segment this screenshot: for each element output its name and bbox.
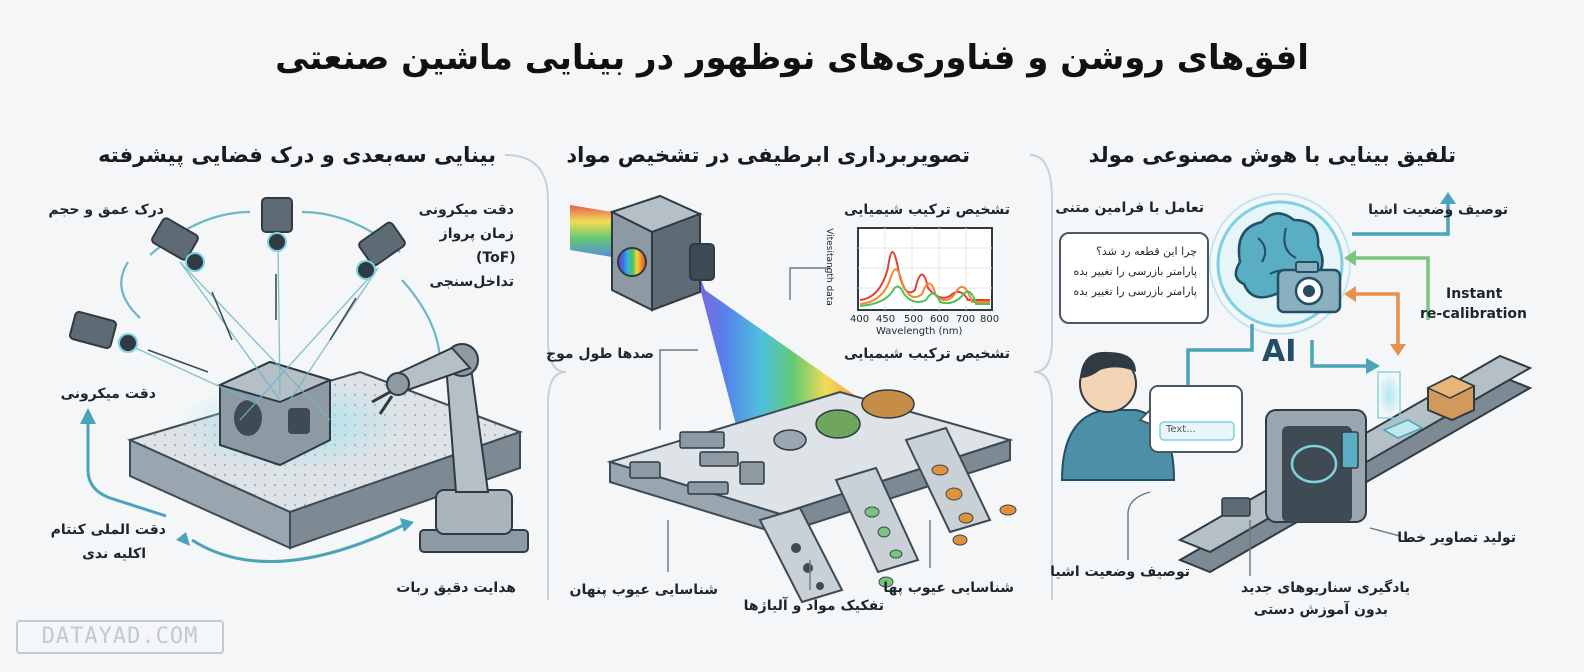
watermark: DATAYAD.COM bbox=[16, 620, 224, 654]
panel-title-3d: بینایی سه‌بعدی و درک فضایی پیشرفته bbox=[98, 143, 496, 167]
label-tof: زمان پرواز bbox=[439, 226, 514, 242]
brain-camera-icon bbox=[1209, 193, 1351, 335]
bubble-line: پارامتر بازرسی را تغییر بده bbox=[1073, 285, 1197, 298]
chart-tick: 600 bbox=[930, 314, 950, 325]
bubble-line: پارامتر بازرسی را تغییر بده bbox=[1073, 265, 1197, 278]
chart-tick: 700 bbox=[956, 314, 976, 325]
robot-arm bbox=[371, 343, 529, 553]
label-recalibration: re-calibration bbox=[1420, 306, 1528, 322]
label-garbled-1: دقت الملی کنتام bbox=[50, 522, 166, 538]
chart-tick: 500 bbox=[904, 314, 924, 325]
hyperspectral-illustration bbox=[570, 194, 1017, 604]
label-chemical-mid: تشخیص ترکیب شیمیایی bbox=[843, 346, 1010, 362]
label-object-desc-top: توصیف وضعیت اشیا bbox=[1368, 202, 1508, 218]
label-robot-guidance: هدایت دقیق ربات bbox=[396, 580, 516, 596]
panel-title-gen-ai: تلفیق بینایی با هوش مصنوعی مولد bbox=[1088, 143, 1456, 167]
page-title: افق‌های روشن و فناوری‌های نوظهور در بینا… bbox=[275, 38, 1309, 78]
label-depth-volume: درک عمق و حجم bbox=[48, 202, 164, 218]
chart-x-ticks: 400 450 500 600 700 800 bbox=[850, 314, 1000, 328]
three-d-illustration bbox=[68, 197, 529, 564]
label-defect-images: تولید تصاویر خطا bbox=[1397, 530, 1516, 546]
label-hidden-defects: شناسایی عیوب پنهان bbox=[569, 582, 718, 598]
label-object-desc-bottom: توصیف وضعیت اشیا bbox=[1050, 564, 1190, 580]
camera-icon bbox=[261, 197, 293, 252]
section-dividers bbox=[504, 154, 1053, 600]
chat-input-panel bbox=[1138, 385, 1243, 453]
camera-icon bbox=[68, 310, 138, 353]
label-chemical-top: تشخیص ترکیب شیمیایی bbox=[843, 202, 1010, 218]
chart-tick: 400 bbox=[850, 314, 870, 325]
chart-x-label: Wavelength (nm) bbox=[876, 326, 963, 337]
ai-label: AI bbox=[1262, 334, 1297, 369]
chart-y-label: Vitesitangth data bbox=[823, 228, 834, 306]
label-micron-left: دقت میکرونی bbox=[60, 386, 156, 402]
gen-ai-illustration bbox=[1060, 192, 1533, 576]
chat-bubble: چرا این قطعه رد شد؟ پارامتر بازرسی را تغ… bbox=[1059, 232, 1209, 324]
chart-tick: 800 bbox=[980, 314, 1000, 325]
label-material-separation: تفکیک مواد و آلیاژها bbox=[743, 598, 884, 614]
spectral-chart bbox=[857, 227, 993, 311]
bubble-line: چرا این قطعه رد شد؟ bbox=[1096, 245, 1197, 258]
label-interferometry: تداخل‌سنجی bbox=[429, 274, 514, 290]
panel-title-hyperspectral: تصویربرداری ابرطیفی در تشخیص مواد bbox=[566, 143, 970, 167]
label-garbled-2: اکلیه ندی bbox=[82, 546, 146, 562]
person-avatar bbox=[1060, 351, 1176, 481]
label-wavelengths: صدها طول موج bbox=[546, 346, 654, 362]
label-defect-right: شناسایی عیوب پها bbox=[883, 580, 1014, 596]
label-learn-scenarios: یادگیری سناریوهای جدید bbox=[1241, 580, 1410, 596]
camera-icon bbox=[151, 217, 205, 272]
chat-input-text: Text... bbox=[1166, 424, 1196, 435]
hyperspectral-camera-icon bbox=[609, 194, 715, 312]
chart-tick: 450 bbox=[876, 314, 896, 325]
ai-scanner bbox=[1265, 409, 1367, 523]
camera-icon bbox=[356, 221, 406, 280]
label-micron-top: دقت میکرونی bbox=[418, 202, 514, 218]
label-text-interaction: تعامل با فرامین متنی bbox=[1055, 200, 1204, 216]
label-instant: Instant bbox=[1446, 286, 1503, 302]
label-no-manual-training: بدون آموزش دستی bbox=[1253, 602, 1388, 618]
label-tof-abbr: (ToF) bbox=[476, 250, 516, 266]
